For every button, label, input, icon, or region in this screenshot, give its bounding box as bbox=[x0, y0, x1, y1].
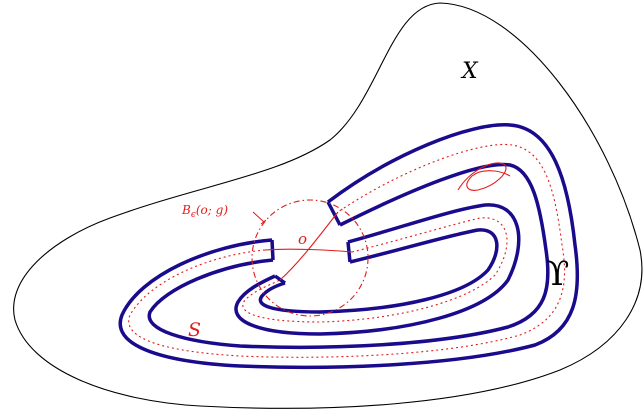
label-s: S bbox=[188, 319, 201, 341]
surface-s-inner-dotted bbox=[242, 217, 508, 323]
tube-inner-outer-boundary bbox=[234, 203, 521, 336]
ball-b-eps bbox=[251, 199, 369, 317]
label-ball-sub: ϵ bbox=[191, 210, 196, 220]
space-x-boundary bbox=[13, 2, 643, 409]
red-squiggle bbox=[457, 162, 511, 191]
label-upsilon: ϒ bbox=[546, 254, 569, 294]
tube-inner-inner-boundary bbox=[258, 228, 499, 314]
ball-label-pointer bbox=[252, 211, 265, 223]
tube-cap-top bbox=[326, 201, 342, 226]
tube-outer-inner-boundary bbox=[147, 162, 550, 350]
label-ball-args: (o; g) bbox=[196, 203, 228, 217]
red-curve-horizontal bbox=[264, 248, 353, 253]
ball-label-pointer-tick bbox=[260, 219, 267, 225]
red-curve-diagonal bbox=[279, 211, 339, 281]
label-x: X bbox=[460, 59, 479, 84]
tube-outer-boundary bbox=[118, 123, 580, 370]
label-ball: Bϵ(o; g) bbox=[181, 203, 228, 220]
label-o: o bbox=[298, 230, 307, 248]
label-ball-main: B bbox=[181, 203, 191, 217]
